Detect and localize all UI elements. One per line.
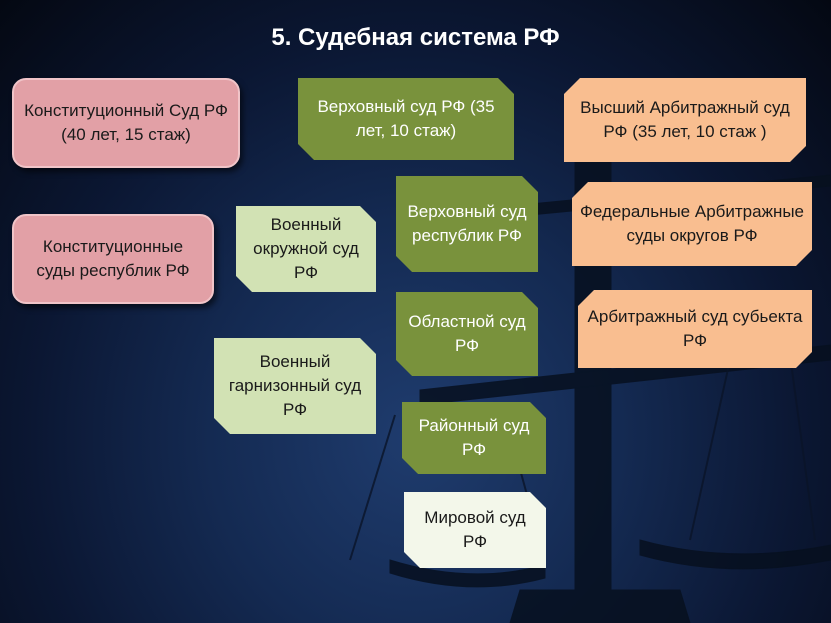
- federal-arbitration-courts-districts: Федеральные Арбитражные суды округов РФ: [572, 182, 812, 266]
- higher-arbitration-court-rf: Высший Арбитражный суд РФ (35 лет, 10 ст…: [564, 78, 806, 162]
- supreme-courts-republics: Верховный суд республик РФ: [396, 176, 538, 272]
- magistrate-court: Мировой суд РФ: [404, 492, 546, 568]
- constitutional-court-rf: Конституционный Суд РФ (40 лет, 15 стаж): [12, 78, 240, 168]
- arbitration-court-subject: Арбитражный суд субьекта РФ: [578, 290, 812, 368]
- military-garrison-court: Военный гарнизонный суд РФ: [214, 338, 376, 434]
- military-district-court: Военный окружной суд РФ: [236, 206, 376, 292]
- constitutional-courts-republics: Конституционные суды республик РФ: [12, 214, 214, 304]
- regional-court: Областной суд РФ: [396, 292, 538, 376]
- district-court: Районный суд РФ: [402, 402, 546, 474]
- supreme-court-rf: Верховный суд РФ (35 лет, 10 стаж): [298, 78, 514, 160]
- page-title: 5. Судебная система РФ: [271, 24, 560, 51]
